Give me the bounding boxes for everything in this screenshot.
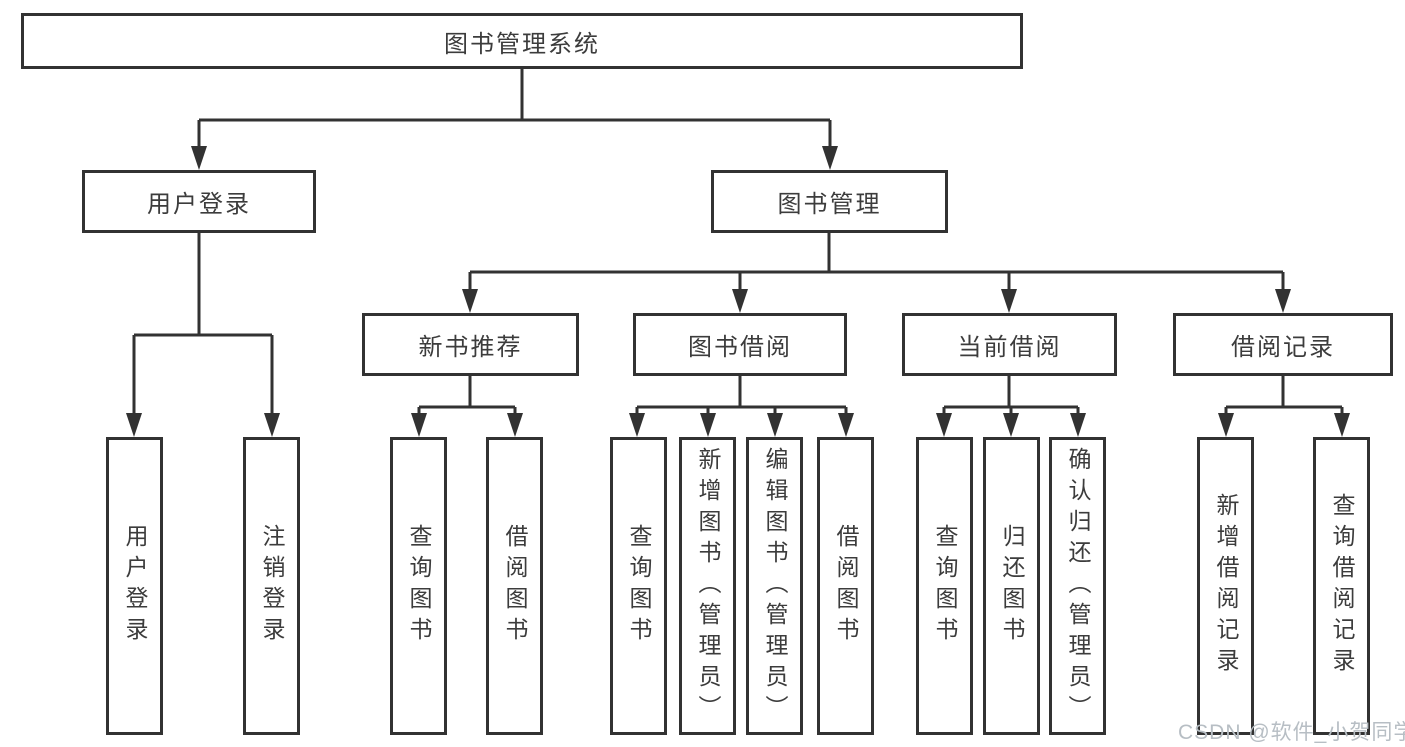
node-book-management: 图书管理 — [711, 170, 948, 233]
node-book-borrow: 图书借阅 — [633, 313, 847, 376]
csdn-watermark: CSDN @软件_小贺同学 — [1178, 721, 1405, 744]
node-borrow-records: 借阅记录 — [1173, 313, 1393, 376]
arrowheads — [126, 146, 1350, 437]
node-bb-borrow-books: 借阅图书 — [817, 437, 874, 735]
node-current-borrow: 当前借阅 — [902, 313, 1117, 376]
node-cb-confirm-return-admin: 确认归还（管理员） — [1049, 437, 1106, 735]
node-nb-query-books: 查询图书 — [390, 437, 447, 735]
node-logout: 注销登录 — [243, 437, 300, 735]
node-user-login: 用户登录 — [82, 170, 316, 233]
node-bb-query-books: 查询图书 — [610, 437, 667, 735]
node-bb-add-books-admin: 新增图书（管理员） — [679, 437, 736, 735]
node-bb-edit-books-admin: 编辑图书（管理员） — [746, 437, 803, 735]
node-cb-query-books: 查询图书 — [916, 437, 973, 735]
node-br-query-record: 查询借阅记录 — [1313, 437, 1370, 735]
node-cb-return-books: 归还图书 — [983, 437, 1040, 735]
node-login: 用户登录 — [106, 437, 163, 735]
node-new-book-recommend: 新书推荐 — [362, 313, 579, 376]
node-br-add-record: 新增借阅记录 — [1197, 437, 1254, 735]
node-nb-borrow-books: 借阅图书 — [486, 437, 543, 735]
node-root: 图书管理系统 — [21, 13, 1023, 69]
